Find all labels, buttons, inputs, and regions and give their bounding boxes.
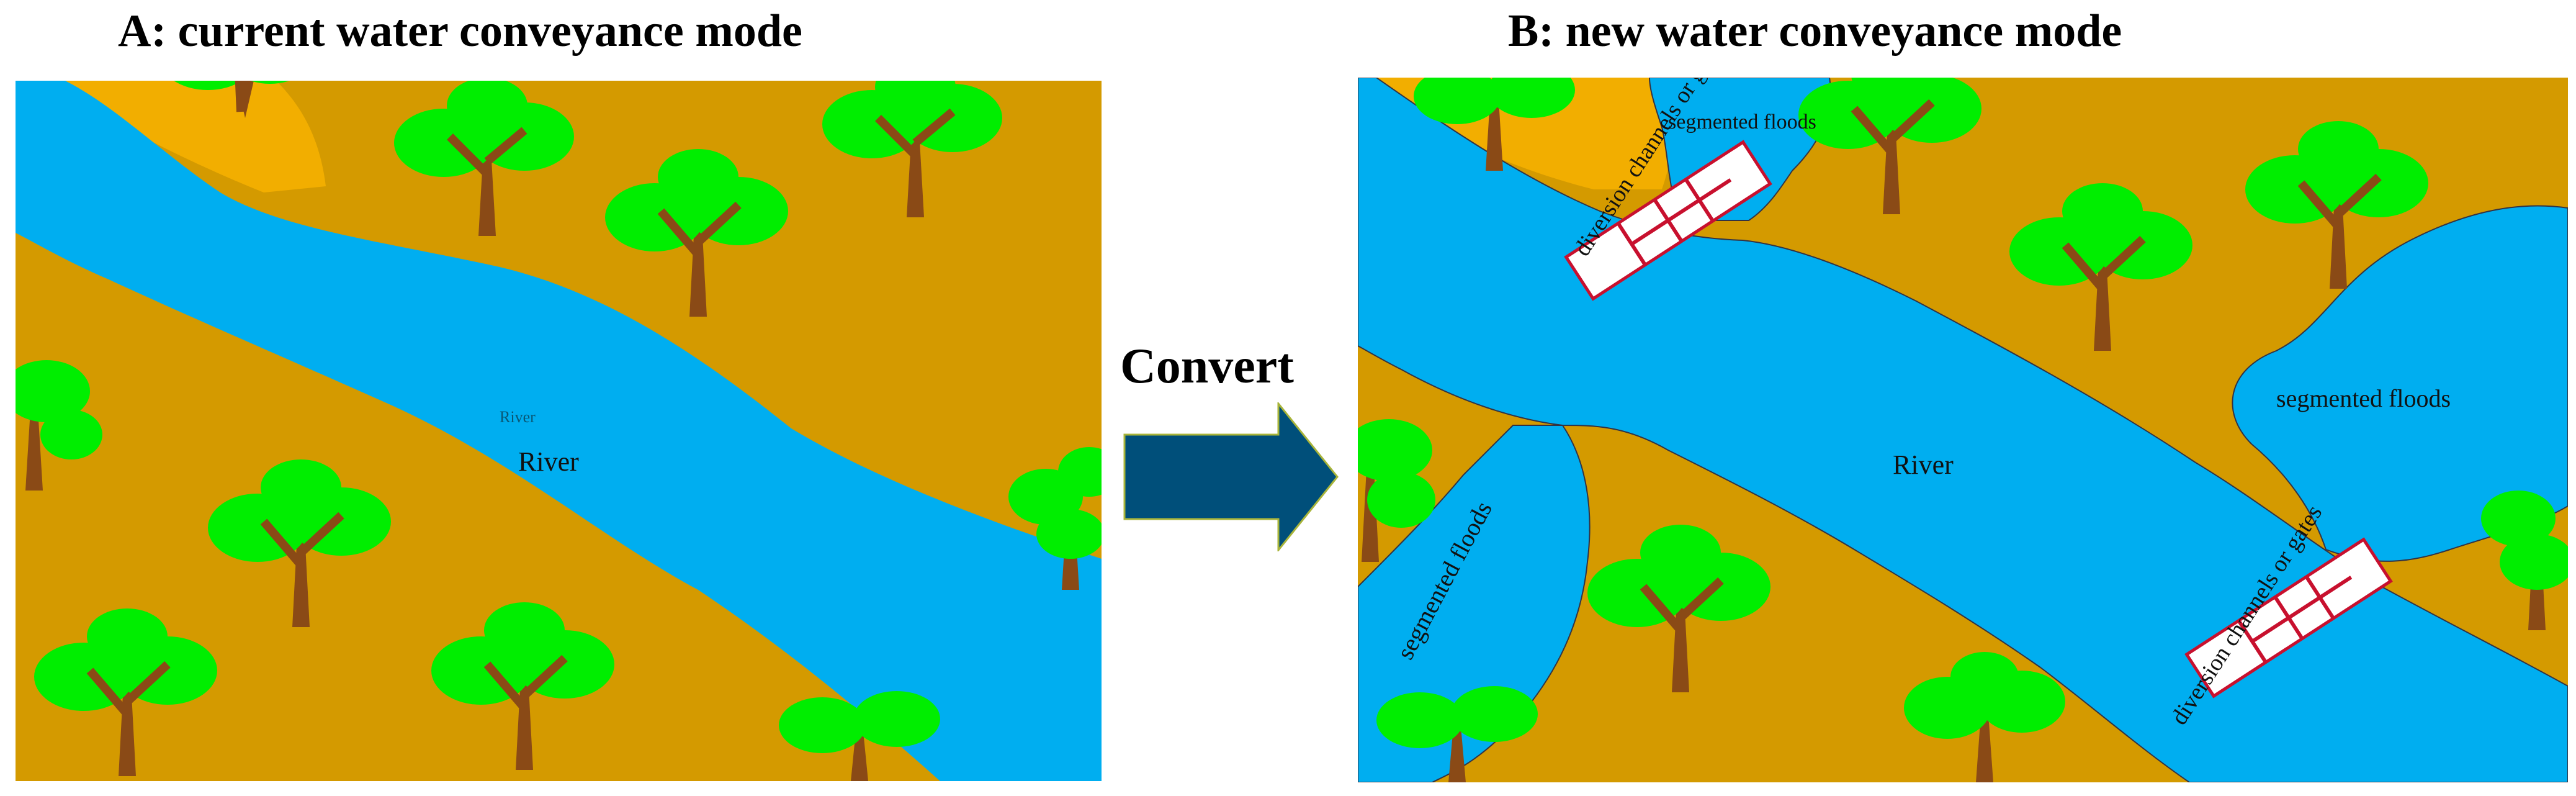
panel-b-illustration: diversion channels or gates diversion ch… [1358, 78, 2568, 782]
tree-icon [2009, 183, 2192, 351]
faint-river-label: River [500, 408, 536, 426]
tree-icon [1904, 652, 2065, 782]
tree-group [16, 81, 1102, 781]
tree-icon [1798, 78, 1981, 214]
tree-icon [2481, 491, 2568, 630]
river-label: River [518, 446, 579, 477]
tree-icon [16, 360, 102, 491]
river-label: River [1893, 450, 1954, 480]
tree-icon [431, 602, 614, 770]
panel-a-title: A: current water conveyance mode [118, 6, 802, 57]
gate-lower [2184, 537, 2393, 699]
tree-icon [1008, 447, 1102, 590]
tree-icon [2245, 121, 2428, 289]
panel-a-current-mode: River River [16, 81, 1102, 781]
tree-icon [822, 81, 1002, 217]
tree-icon [174, 81, 290, 118]
tree-icon [779, 691, 940, 781]
tree-icon [1414, 78, 1575, 171]
convert-label: Convert [1120, 339, 1294, 394]
tree-icon [208, 459, 391, 627]
convert-arrow-icon [1123, 402, 1339, 551]
panel-b-new-mode: diversion channels or gates diversion ch… [1358, 78, 2568, 782]
gate-upper [1564, 140, 1772, 301]
river [16, 81, 1102, 781]
tree-icon [394, 81, 574, 236]
flood-area-right [2232, 205, 2568, 562]
flood-top-label: segmented floods [1668, 111, 1816, 133]
tree-icon [1587, 525, 1770, 692]
panel-b-title: B: new water conveyance mode [1508, 6, 2122, 57]
panel-a-illustration: River River [16, 81, 1102, 781]
tree-icon [605, 149, 788, 317]
tree-group [1358, 78, 2568, 782]
tree-icon [1376, 686, 1538, 782]
tree-icon [34, 608, 217, 776]
flood-right-label: segmented floods [2276, 384, 2451, 412]
tree-icon [1358, 419, 1435, 562]
